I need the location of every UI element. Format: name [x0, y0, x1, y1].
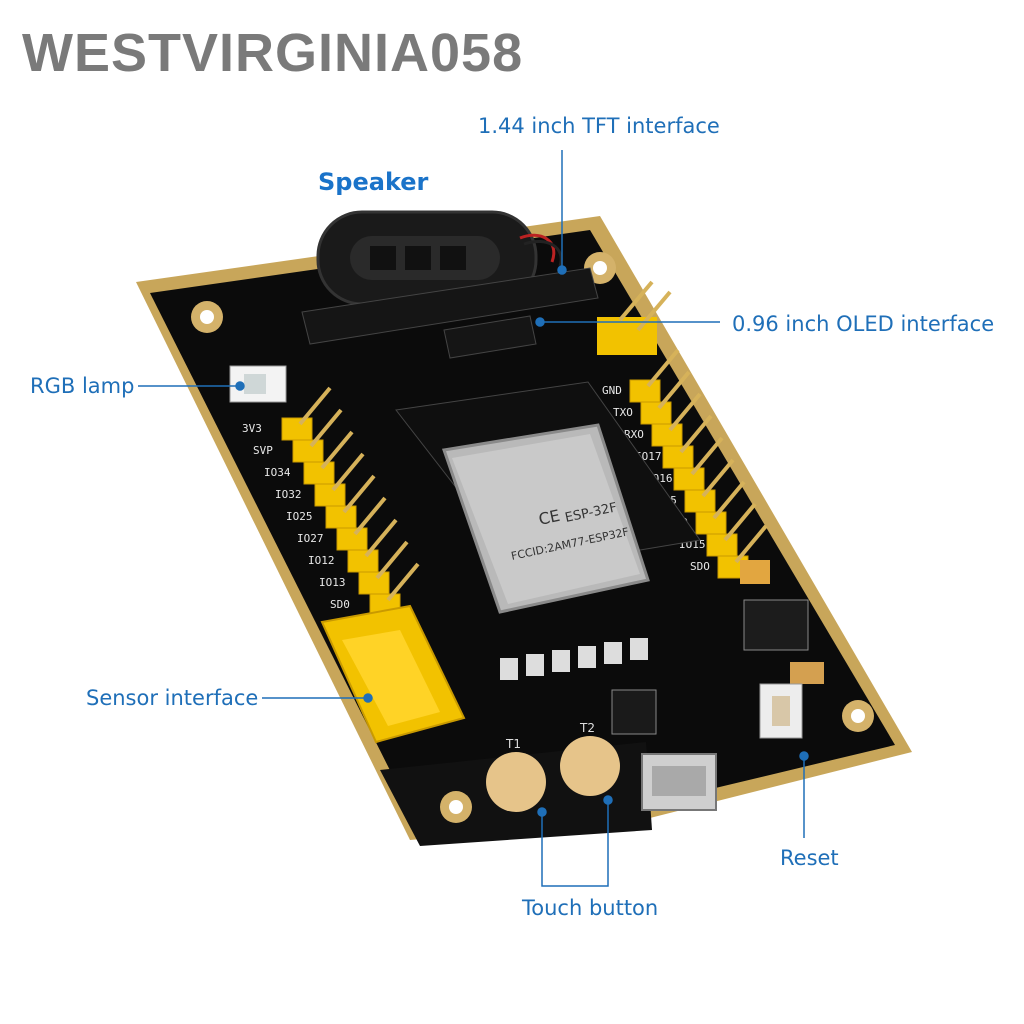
- header-pin: [298, 386, 332, 426]
- header-pin: [309, 408, 343, 448]
- header-pin-block: [314, 483, 346, 507]
- sensor-interface-label: Sensor interface: [86, 686, 259, 710]
- pin-label: SVP: [253, 444, 273, 457]
- header-pin: [734, 524, 768, 564]
- header-pin: [342, 474, 376, 514]
- header-pin-block: [336, 527, 368, 551]
- tft-interface-label: 1.44 inch TFT interface: [478, 114, 720, 138]
- header-pin: [364, 518, 398, 558]
- pin-label: IO32: [275, 488, 302, 501]
- mounting-hole-bl: [440, 791, 472, 823]
- speaker: [316, 210, 538, 306]
- mounting-hole-br: [842, 700, 874, 732]
- speaker-wire-2: [523, 239, 563, 267]
- reset-label: Reset: [780, 846, 839, 870]
- sensor-connector: [320, 604, 466, 744]
- pin-label: IO13: [319, 576, 346, 589]
- pin-label: GND: [602, 384, 622, 397]
- mounting-hole-tl: [191, 301, 223, 333]
- header-pin-block: [292, 439, 324, 463]
- chip-ce-mark: CE: [537, 506, 562, 529]
- pin-label: IO34: [264, 466, 291, 479]
- header-pin-block: [706, 533, 738, 557]
- smd-components: [500, 560, 824, 735]
- header-pin-block: [281, 417, 313, 441]
- header-pin-block: [347, 549, 379, 573]
- touch-pad-t1: T1: [486, 737, 546, 812]
- rgb-lamp-label: RGB lamp: [30, 374, 135, 398]
- header-pin: [386, 562, 420, 602]
- oled-pin-header: [597, 280, 672, 355]
- header-pin: [701, 458, 735, 498]
- touch-pad-t2: T2: [560, 721, 620, 796]
- callout-lines: [138, 150, 809, 887]
- watermark-text: WESTVIRGINIA058: [22, 23, 524, 83]
- pin-label: IO12: [308, 554, 335, 567]
- header-pin: [320, 430, 354, 470]
- header-pin: [331, 452, 365, 492]
- pin-label: IO27: [297, 532, 324, 545]
- oled-interface-label: 0.96 inch OLED interface: [732, 312, 995, 336]
- header-pin: [723, 502, 757, 542]
- rgb-lamp: [229, 365, 287, 403]
- esp32-module: CE ESP-32F FCCID:2AM77-ESP32F: [395, 381, 701, 614]
- header-pin: [353, 496, 387, 536]
- pin-label: SD0: [330, 598, 350, 611]
- pin-label: TXO: [613, 406, 633, 419]
- header-pin-block: [651, 423, 683, 447]
- header-pin-block: [640, 401, 672, 425]
- pin-label: SDO: [690, 560, 710, 573]
- header-pin-block: [673, 467, 705, 491]
- touch-button-label: Touch button: [522, 896, 659, 920]
- header-pin-block: [325, 505, 357, 529]
- header-pin: [679, 414, 713, 454]
- tft-header: [301, 267, 599, 345]
- pin-label: RXO: [624, 428, 644, 441]
- speaker-label: Speaker: [318, 168, 429, 196]
- svg-text:T1: T1: [505, 737, 521, 751]
- pin-label: IO25: [286, 510, 313, 523]
- header-pin-block: [684, 489, 716, 513]
- usb-port: [641, 753, 717, 811]
- header-pin: [646, 348, 680, 388]
- header-pin-block: [662, 445, 694, 469]
- speaker-wire: [519, 233, 556, 263]
- header-pin: [712, 480, 746, 520]
- header-pin: [657, 370, 691, 410]
- pin-label: 3V3: [242, 422, 262, 435]
- header-pin-block: [303, 461, 335, 485]
- header-pin-block: [629, 379, 661, 403]
- header-pin: [375, 540, 409, 580]
- header-pin-block: [695, 511, 727, 535]
- header-pin-block: [358, 571, 390, 595]
- svg-text:T2: T2: [579, 721, 595, 735]
- header-pin: [690, 436, 724, 476]
- reset-button-graphic: [759, 683, 803, 739]
- header-pin: [668, 392, 702, 432]
- oled-header: [443, 315, 537, 359]
